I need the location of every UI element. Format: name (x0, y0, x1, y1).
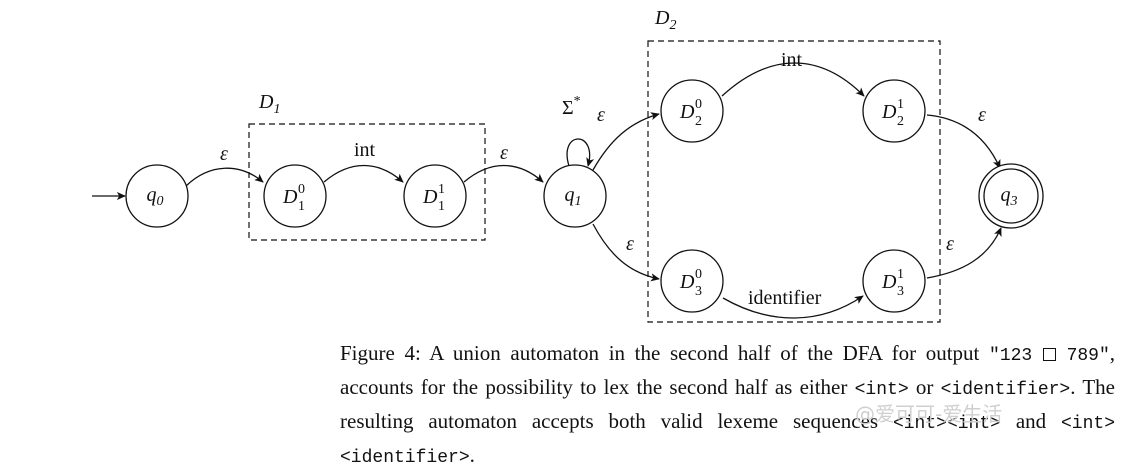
edge-d10-d11 (323, 164, 404, 183)
edge-label-d10-d11: int (354, 139, 376, 161)
edge-d11-q1 (463, 164, 544, 183)
edge-q1-d20 (592, 112, 660, 171)
svg-text:2: 2 (695, 114, 702, 129)
svg-text:q1: q1 (565, 184, 582, 209)
edge-d31-q3 (926, 227, 1002, 279)
edge-label-d31-q3: ε (946, 233, 954, 255)
d2-box (647, 40, 941, 323)
svg-text:q0: q0 (147, 184, 164, 209)
svg-text:0: 0 (695, 97, 702, 112)
svg-text:1: 1 (897, 267, 904, 282)
edge-d20-d21 (721, 62, 865, 97)
edge-label-loop: Σ* (562, 94, 581, 119)
edge-q0-d10 (185, 167, 264, 187)
edge-label-q1-d20: ε (597, 104, 605, 126)
state-d1-0: D 0 1 (263, 164, 327, 228)
d1-box-label: D1 (258, 91, 280, 117)
svg-text:D: D (679, 101, 695, 123)
svg-text:D: D (679, 271, 695, 293)
svg-text:3: 3 (897, 284, 904, 299)
svg-text:1: 1 (897, 97, 904, 112)
edge-label-d20-d21: int (781, 49, 803, 71)
svg-text:3: 3 (695, 284, 702, 299)
watermark: @爱可可-爱生活 (855, 402, 1003, 426)
svg-text:D: D (881, 271, 897, 293)
edge-label-d11-q1: ε (500, 142, 508, 164)
edge-label-d30-d31: identifier (748, 287, 822, 309)
state-d3-0: D 0 3 (660, 249, 724, 313)
state-q0: q0 (125, 164, 189, 228)
union-automaton-diagram: D1 D2 ε int ε Σ* ε ε int identifier ε ε … (92, 7, 1044, 323)
state-d3-1: D 1 3 (862, 249, 926, 313)
state-q3-accepting: q3 (978, 163, 1044, 229)
d1-box (248, 123, 486, 241)
state-d1-1: D 1 1 (403, 164, 467, 228)
edge-q1-loop (566, 138, 595, 167)
d2-box-label: D2 (654, 7, 676, 33)
edge-q1-d30 (592, 223, 660, 282)
svg-text:D: D (282, 186, 298, 208)
svg-text:D: D (422, 186, 438, 208)
edge-label-q1-d30: ε (626, 233, 634, 255)
edge-label-d21-q3: ε (978, 104, 986, 126)
svg-text:1: 1 (298, 199, 305, 214)
space-box-icon (1042, 348, 1056, 361)
svg-text:0: 0 (695, 267, 702, 282)
svg-text:D: D (881, 101, 897, 123)
svg-text:q3: q3 (1001, 184, 1018, 209)
svg-text:2: 2 (897, 114, 904, 129)
state-q1: q1 (543, 164, 607, 228)
state-d2-1: D 1 2 (862, 79, 926, 143)
svg-text:1: 1 (438, 199, 445, 214)
svg-text:0: 0 (298, 182, 305, 197)
edge-label-q0-d10: ε (220, 143, 228, 165)
edge-d21-q3 (926, 114, 1001, 169)
svg-text:1: 1 (438, 182, 445, 197)
state-d2-0: D 0 2 (660, 79, 724, 143)
edge-d30-d31 (722, 295, 864, 319)
